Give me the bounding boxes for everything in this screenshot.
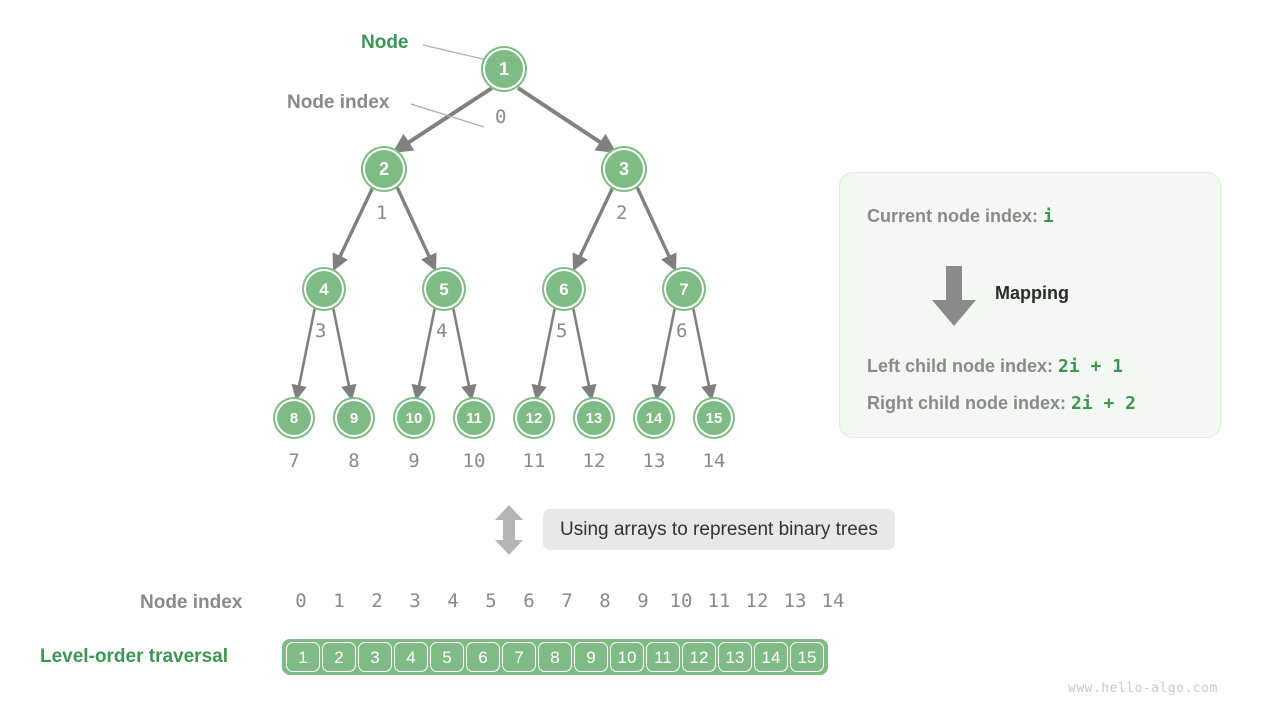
tree-node-index-6: 6 [676, 320, 688, 342]
right-child-index-line: Right child node index: 2i + 2 [867, 393, 1136, 414]
tree-node-6[interactable]: 6 [546, 271, 582, 307]
tree-node-index-2: 2 [616, 202, 628, 224]
tree-node-index-9: 9 [408, 450, 420, 472]
tree-node-2[interactable]: 2 [365, 150, 403, 188]
tree-node-index-10: 10 [462, 450, 486, 472]
tree-node-index-14: 14 [702, 450, 726, 472]
tree-node-5[interactable]: 5 [426, 271, 462, 307]
array-index-cell: 1 [333, 590, 345, 612]
left-child-index-label: Left child node index: [867, 356, 1059, 376]
up-down-arrow-icon [495, 505, 523, 555]
right-child-index-label: Right child node index: [867, 393, 1071, 413]
array-cell[interactable]: 3 [358, 642, 392, 672]
current-node-index-value: i [1043, 206, 1054, 227]
tree-node-index-8: 8 [348, 450, 360, 472]
edge-level-3 [291, 306, 717, 401]
right-child-index-value: 2i + 2 [1071, 393, 1137, 414]
tree-node-15[interactable]: 15 [697, 401, 731, 435]
tree-node-11[interactable]: 11 [457, 401, 491, 435]
array-index-cell: 3 [409, 590, 421, 612]
array-index-cell: 14 [821, 590, 845, 612]
array-cell[interactable]: 8 [538, 642, 572, 672]
current-node-index-label: Current node index: [867, 206, 1044, 226]
array-index-cell: 4 [447, 590, 459, 612]
array-cell[interactable]: 14 [754, 642, 788, 672]
array-cell[interactable]: 7 [502, 642, 536, 672]
tree-node-index-0: 0 [495, 106, 507, 128]
array-index-cell: 11 [707, 590, 731, 612]
mapping-label: Mapping [995, 283, 1069, 303]
array-index-cell: 6 [523, 590, 535, 612]
array-value-row: 1 2 3 4 5 6 7 8 9 10 11 12 13 14 15 [282, 639, 828, 675]
tree-node-index-3: 3 [315, 320, 327, 342]
array-index-cell: 9 [637, 590, 649, 612]
tree-node-10[interactable]: 10 [397, 401, 431, 435]
tree-node-9[interactable]: 9 [337, 401, 371, 435]
array-index-cell: 2 [371, 590, 383, 612]
tree-node-13[interactable]: 13 [577, 401, 611, 435]
array-index-cell: 0 [295, 590, 307, 612]
array-index-row: 0 1 2 3 4 5 6 7 8 9 10 11 12 13 14 [282, 590, 852, 612]
left-child-index-line: Left child node index: 2i + 1 [867, 356, 1123, 377]
tree-node-3[interactable]: 3 [605, 150, 643, 188]
tree-node-12[interactable]: 12 [517, 401, 551, 435]
current-node-index-line: Current node index: i [867, 206, 1054, 227]
array-cell[interactable]: 4 [394, 642, 428, 672]
array-cell[interactable]: 15 [790, 642, 824, 672]
mapping-info-panel: Current node index: i Mapping Left child… [839, 172, 1221, 438]
array-cell[interactable]: 10 [610, 642, 644, 672]
array-index-cell: 5 [485, 590, 497, 612]
tree-node-index-7: 7 [288, 450, 300, 472]
array-index-cell: 12 [745, 590, 769, 612]
array-cell[interactable]: 11 [646, 642, 680, 672]
tree-node-index-13: 13 [642, 450, 666, 472]
tree-node-8[interactable]: 8 [277, 401, 311, 435]
tree-node-index-4: 4 [436, 320, 448, 342]
array-index-cell: 8 [599, 590, 611, 612]
array-cell[interactable]: 5 [430, 642, 464, 672]
callout-pointer-lines [410, 44, 488, 128]
array-cell[interactable]: 2 [322, 642, 356, 672]
array-cell[interactable]: 6 [466, 642, 500, 672]
tree-node-index-1: 1 [376, 202, 388, 224]
array-levelorder-row-label: Level-order traversal [40, 646, 228, 667]
edge-level-2 [332, 186, 677, 272]
callout-node-index-label: Node index [287, 92, 390, 113]
tree-node-7[interactable]: 7 [666, 271, 702, 307]
array-cell[interactable]: 9 [574, 642, 608, 672]
watermark: www.hello-algo.com [1068, 681, 1218, 696]
array-cell[interactable]: 12 [682, 642, 716, 672]
array-index-cell: 13 [783, 590, 807, 612]
tree-node-1[interactable]: 1 [485, 50, 523, 88]
mapping-down-arrow-icon [932, 266, 976, 326]
array-index-cell: 7 [561, 590, 573, 612]
tree-node-index-5: 5 [556, 320, 568, 342]
callout-node-label: Node [361, 32, 409, 53]
left-child-index-value: 2i + 1 [1058, 356, 1124, 377]
array-index-cell: 10 [669, 590, 693, 612]
tree-node-index-11: 11 [522, 450, 546, 472]
array-cell[interactable]: 1 [286, 642, 320, 672]
array-index-row-label: Node index [140, 592, 243, 613]
caption-using-arrays: Using arrays to represent binary trees [543, 509, 895, 550]
tree-node-4[interactable]: 4 [306, 271, 342, 307]
tree-node-14[interactable]: 14 [637, 401, 671, 435]
tree-node-index-12: 12 [582, 450, 606, 472]
array-cell[interactable]: 13 [718, 642, 752, 672]
edge-level-1 [392, 86, 617, 154]
